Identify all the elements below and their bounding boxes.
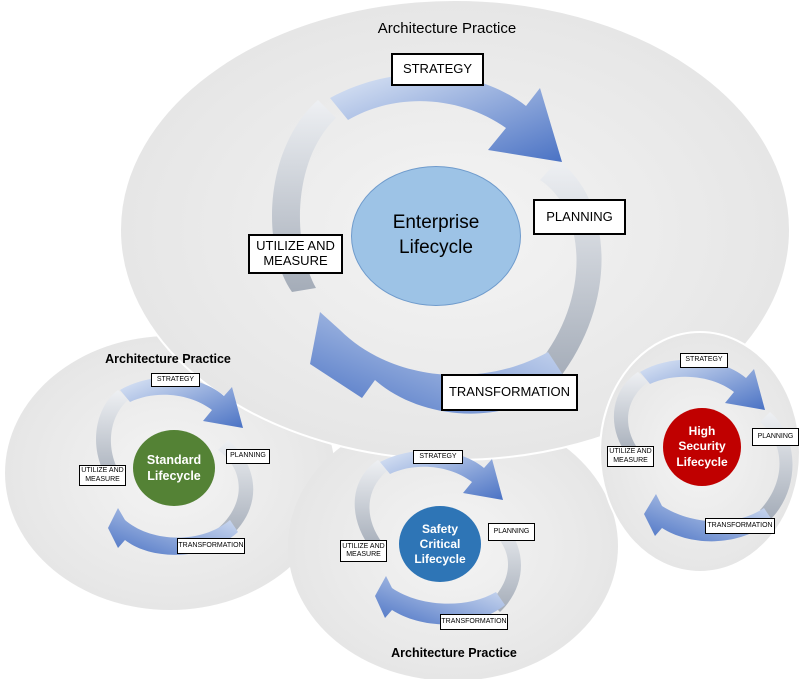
step-planning-safety: PLANNING	[488, 523, 535, 541]
step-utilize-safety: UTILIZE AND MEASURE	[340, 540, 387, 562]
hub-enterprise: Enterprise Lifecycle	[351, 166, 521, 306]
arrow-right-gray	[490, 520, 521, 612]
arrow-left-gray	[613, 372, 648, 456]
arrow-right-gray	[216, 440, 254, 540]
hub-safety: Safety Critical Lifecycle	[399, 506, 481, 582]
practice-label-safety: Architecture Practice	[391, 646, 517, 660]
hub-standard: Standard Lifecycle	[133, 430, 215, 506]
step-planning-enterprise: PLANNING	[533, 199, 626, 235]
arrow-left-gray	[354, 460, 388, 550]
step-strategy-enterprise: STRATEGY	[391, 53, 484, 86]
step-planning-standard: PLANNING	[226, 449, 270, 464]
arrow-top-blue	[120, 377, 243, 428]
step-utilize-standard: UTILIZE AND MEASURE	[79, 465, 126, 486]
practice-label-standard: Architecture Practice	[105, 352, 231, 366]
arrow-top-blue	[330, 73, 562, 162]
step-transformation-safety: TRANSFORMATION	[440, 614, 508, 630]
step-transformation-security: TRANSFORMATION	[705, 518, 775, 534]
hub-security-label: High Security Lifecycle	[676, 423, 728, 469]
step-strategy-safety: STRATEGY	[413, 450, 463, 464]
hub-enterprise-label: Enterprise Lifecycle	[392, 212, 480, 258]
arrow-left-gray	[96, 390, 128, 485]
step-utilize-security: UTILIZE AND MEASURE	[607, 446, 654, 467]
step-planning-security: PLANNING	[752, 428, 799, 446]
cycle-safety	[354, 450, 521, 625]
arrow-top-blue	[640, 359, 765, 410]
hub-security: High Security Lifecycle	[663, 408, 741, 486]
practice-label-enterprise: Architecture Practice	[377, 20, 517, 37]
step-strategy-security: STRATEGY	[680, 353, 728, 368]
hub-standard-label: Standard Lifecycle	[146, 452, 202, 483]
hub-safety-label: Safety Critical Lifecycle	[414, 521, 466, 566]
arrow-top-blue	[380, 450, 503, 500]
step-utilize-enterprise: UTILIZE AND MEASURE	[248, 234, 343, 274]
arrow-bottom-blue	[375, 576, 505, 625]
step-transformation-standard: TRANSFORMATION	[177, 538, 245, 554]
step-transformation-enterprise: TRANSFORMATION	[441, 374, 578, 411]
step-strategy-standard: STRATEGY	[151, 373, 200, 387]
